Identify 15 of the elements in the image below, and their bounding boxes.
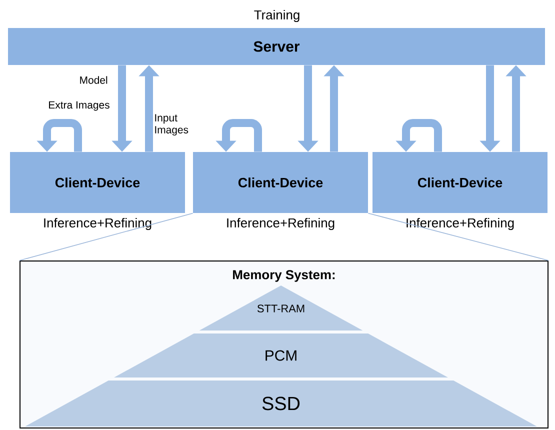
client-box: Client-Device [372, 152, 548, 213]
zoom-line [19, 212, 194, 261]
node-label: Inference+Refining [44, 218, 152, 230]
heading: Training [254, 10, 300, 22]
client-box: Client-Device [10, 152, 185, 213]
client-box: Client-Device [193, 152, 368, 213]
node-label: Inference+Refining [227, 218, 334, 230]
pyramid-layer: STT-RAM [199, 286, 363, 330]
node-label: Inference+Refining [406, 218, 514, 230]
pyramid-layer: SSD [25, 380, 537, 426]
edge-label: Model [80, 76, 108, 84]
edge-label: Extra Images [49, 101, 110, 111]
zoom-line [368, 212, 549, 261]
edge-label: Input Images [155, 114, 188, 136]
pyramid-layer: PCM [114, 334, 448, 378]
